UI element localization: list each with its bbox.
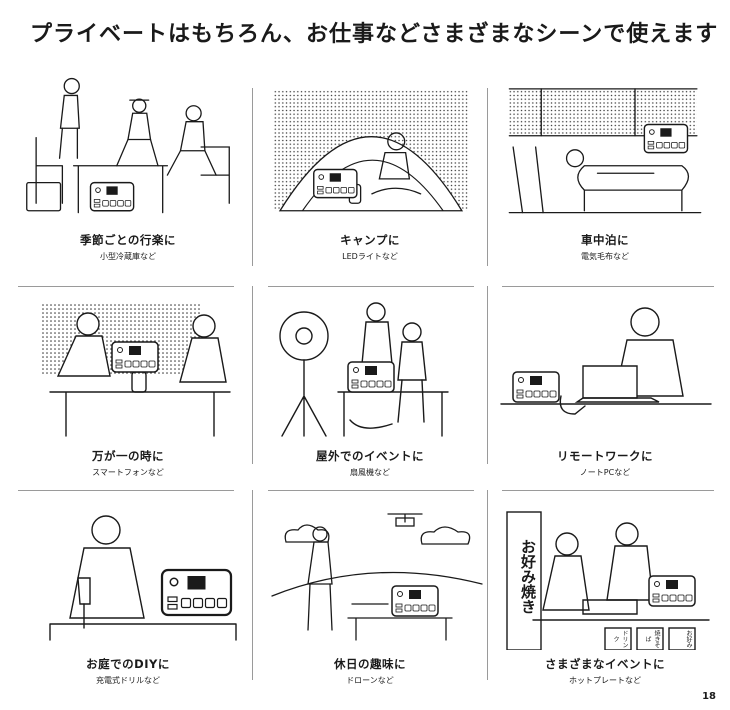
scene-title: リモートワークに [557,449,653,463]
hobby-illustration [271,513,483,641]
remote-work-illustration [500,307,712,415]
scene-subtitle: 小型冷蔵庫など [100,252,156,261]
scene-title: 万が一の時に [92,449,164,463]
scene-subtitle: 充電式ドリルなど [96,676,160,685]
scene-card-outdoor-event: 屋外でのイベントに 扇風機など [252,296,488,477]
grid-divider [252,490,253,680]
scene-subtitle: 扇風機など [350,468,390,477]
scene-card-camping: キャンプに LEDライトなど [252,72,488,272]
grid-divider [268,286,474,287]
scene-subtitle: ホットプレートなど [569,676,641,685]
scene-card-hobby: 休日の趣味に ドローンなど [252,500,488,690]
scene-card-remote-work: リモートワークに ノートPCなど [487,296,723,477]
scene-title: お庭でのDIYに [86,657,170,671]
scene-subtitle: ドローンなど [346,676,394,685]
outing-illustration [26,77,230,214]
scene-card-events: お好み焼き ドリンク 焼きそば お好み さまざまなイベントに ホットプレートなど [487,500,723,690]
scene-card-emergency: 万が一の時に スマートフォンなど [10,296,246,477]
scene-subtitle: 電気毛布など [581,252,629,261]
emergency-illustration [40,304,231,437]
grid-divider [502,490,714,491]
grid-divider [502,286,714,287]
camping-illustration [272,90,468,212]
scene-title: 車中泊に [581,233,629,247]
grid-divider [252,88,253,266]
scene-title: さまざまなイベントに [545,657,665,671]
car-camping-illustration [508,88,702,214]
banner-sign: お好み焼き [519,538,537,614]
scene-subtitle: LEDライトなど [342,252,398,261]
page-title: プライベートはもちろん、お仕事などさまざまなシーンで使えます [30,22,719,47]
grid-divider [487,88,488,266]
grid-divider [252,286,253,464]
outdoor-event-illustration [279,302,449,437]
scene-subtitle: ノートPCなど [579,468,631,477]
scene-card-outing: 季節ごとの行楽に 小型冷蔵庫など [10,72,246,272]
menu-tag: お好み [685,630,692,648]
scene-subtitle: スマートフォンなど [92,468,164,477]
grid-divider [18,286,234,287]
grid-divider [18,490,234,491]
menu-tag: 焼きそば [644,630,660,648]
grid-divider [487,286,488,464]
diy-illustration [49,515,237,641]
scene-title: キャンプに [340,233,400,247]
grid-divider [268,490,474,491]
menu-tag: ドリンク [612,630,628,648]
scene-card-diy: お庭でのDIYに 充電式ドリルなど [10,500,246,690]
grid-divider [487,490,488,680]
page-number: 18 [702,691,716,702]
scene-title: 屋外でのイベントに [316,449,424,463]
scene-title: 休日の趣味に [334,657,406,671]
events-illustration [506,511,710,650]
scene-card-car-camping: 車中泊に 電気毛布など [487,72,723,272]
scene-title: 季節ごとの行楽に [80,233,176,247]
